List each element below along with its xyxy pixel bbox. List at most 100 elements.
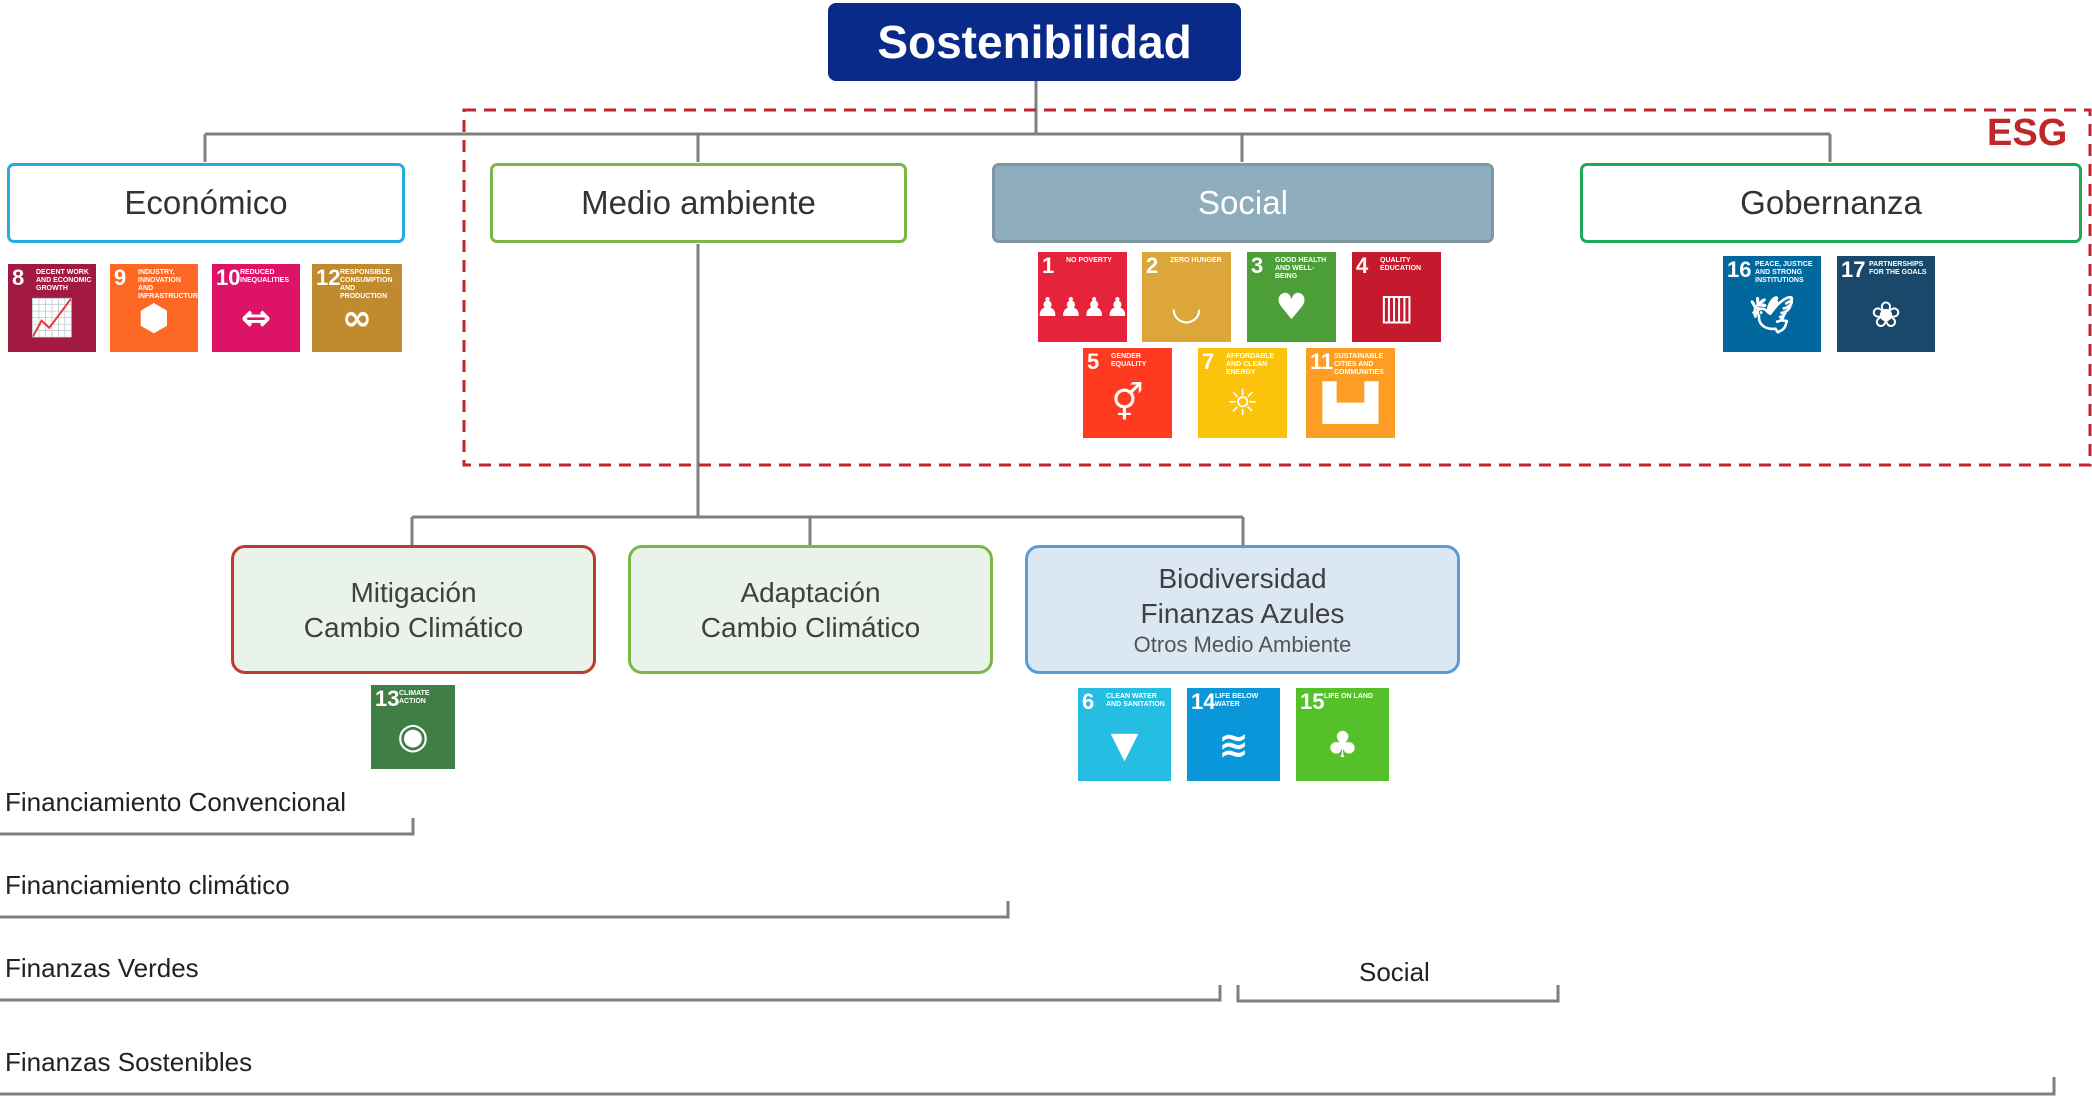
heartbeat-icon: ♥ [1275, 286, 1308, 328]
sdg-tile-1: 1 No poverty ♟♟♟♟ [1038, 252, 1127, 342]
sdg-9-label: Industry, innovation and infrastructure [138, 269, 198, 300]
subcategory-biodiversidad: Biodiversidad Finanzas Azules Otros Medi… [1025, 545, 1460, 674]
scope-label-convencional: Financiamiento Convencional [5, 787, 347, 817]
sdg-13-label: Climate action [399, 690, 430, 705]
sdg-4-number: 4 [1356, 253, 1369, 278]
gender-icon: ⚥ [1111, 382, 1144, 424]
sdg-tile-17: 17 Partnerships for the goals ❀ [1837, 256, 1935, 352]
biodiversidad-line2: Finanzas Azules [1140, 597, 1345, 629]
sdg-2-label: Zero hunger [1170, 257, 1222, 264]
cubes-icon: ⬢ [138, 297, 170, 339]
category-social: Social [992, 163, 1494, 243]
sdg-12-number: 12 [316, 265, 341, 290]
sdg-12-label: Responsible consumption and production [340, 269, 393, 300]
sdg-1-label: No poverty [1066, 257, 1112, 264]
people-icon: ♟♟♟♟ [1038, 292, 1127, 323]
sdg-tile-10: 10 Reduced inequalities ⇔ [212, 264, 300, 352]
tree-icon: ♣ [1326, 724, 1359, 766]
subcategory-mitigacion: Mitigación Cambio Climático [231, 545, 596, 674]
sdg-tile-8: 8 Decent work and economic growth 📈 [8, 264, 96, 352]
sdg-8-label: Decent work and economic growth [36, 269, 92, 292]
category-medio-ambiente: Medio ambiente [490, 163, 907, 243]
scope-label-social: Social [1359, 957, 1430, 987]
sdg-7-number: 7 [1202, 349, 1215, 374]
biodiversidad-line3: Otros Medio Ambiente [1133, 631, 1352, 657]
sun-power-icon: ☼ [1226, 382, 1259, 424]
sdg-11-label: Sustainable cities and communities [1334, 353, 1384, 376]
water-glass-icon: ▼ [1110, 724, 1139, 766]
sdg-tile-2: 2 Zero hunger ◡ [1142, 252, 1231, 342]
sdg-16-label: Peace, justice and strong institutions [1755, 261, 1813, 284]
sdg-tile-3: 3 Good health and well-being ♥ [1247, 252, 1336, 342]
bowl-icon: ◡ [1172, 286, 1201, 328]
sdg-4-label: Quality education [1380, 257, 1422, 272]
sdg-3-label: Good health and well-being [1275, 257, 1327, 280]
fish-icon: ≋ [1218, 724, 1249, 766]
bracket-climatico [0, 901, 1010, 919]
sdg-tile-4: 4 Quality education ▥ [1352, 252, 1441, 342]
sdg-16-number: 16 [1727, 257, 1752, 282]
sdg-tile-13: 13 Climate action ◉ [371, 685, 455, 769]
sdg-tile-7: 7 Affordable and clean energy ☼ [1198, 348, 1287, 438]
sdg-2-number: 2 [1146, 253, 1159, 278]
sdg-10-number: 10 [216, 265, 241, 290]
category-medio-ambiente-label: Medio ambiente [581, 184, 816, 221]
sdg-10-label: Reduced inequalities [240, 269, 290, 284]
dove-icon: 🕊 [1749, 294, 1795, 336]
sdg-5-number: 5 [1087, 349, 1100, 374]
sdg-tile-5: 5 Gender equality ⚥ [1083, 348, 1172, 438]
sdg-13-number: 13 [375, 686, 400, 711]
sdg-tile-14: 14 Life below water ≋ [1187, 688, 1280, 781]
esg-label: ESG [1987, 112, 2068, 154]
sdg-tile-9: 9 Industry, innovation and infrastructur… [110, 264, 198, 352]
sdg-11-number: 11 [1310, 349, 1334, 374]
sdg-6-number: 6 [1082, 689, 1095, 714]
bracket-sostenibles [0, 1077, 2056, 1096]
sdg-1-number: 1 [1042, 253, 1055, 278]
scope-brackets [0, 818, 2056, 1096]
sdg-tile-6: 6 Clean water and sanitation ▼ [1078, 688, 1171, 781]
equality-arrows-icon: ⇔ [240, 297, 272, 339]
infinity-icon: ∞ [342, 297, 372, 339]
flower-rings-icon: ❀ [1870, 294, 1902, 336]
adaptacion-line2: Cambio Climático [700, 611, 921, 643]
sdg-14-label: Life below water [1215, 693, 1259, 708]
subcategory-adaptacion: Adaptación Cambio Climático [628, 545, 993, 674]
root-title: Sostenibilidad [877, 16, 1192, 68]
adaptacion-line1: Adaptación [740, 576, 881, 608]
sdg-17-number: 17 [1841, 257, 1866, 282]
mitigacion-line1: Mitigación [350, 576, 477, 608]
category-economico: Económico [7, 163, 405, 243]
sdg-15-label: Life on land [1324, 693, 1373, 700]
sdg-17-label: Partnerships for the goals [1869, 261, 1927, 276]
sdg-7-label: Affordable and clean energy [1226, 353, 1275, 376]
eye-globe-icon: ◉ [397, 716, 429, 758]
sdg-6-label: Clean water and sanitation [1106, 693, 1165, 708]
scope-label-verdes: Finanzas Verdes [5, 953, 199, 983]
bracket-convencional [0, 818, 415, 836]
sdg-tile-12: 12 Responsible consumption and productio… [312, 264, 402, 352]
book-icon: ▥ [1379, 286, 1414, 328]
sdg-15-number: 15 [1300, 689, 1325, 714]
category-social-label: Social [1198, 184, 1288, 221]
sdg-14-number: 14 [1191, 689, 1216, 714]
sdg-9-number: 9 [114, 265, 127, 290]
sdg-tile-15: 15 Life on land ♣ [1296, 688, 1389, 781]
sdg-tile-16: 16 Peace, justice and strong institution… [1723, 256, 1821, 352]
sdg-8-number: 8 [12, 265, 25, 290]
category-economico-label: Económico [124, 184, 288, 221]
sdg-3-number: 3 [1251, 253, 1264, 278]
category-gobernanza-label: Gobernanza [1740, 184, 1922, 221]
category-gobernanza: Gobernanza [1580, 163, 2082, 243]
bracket-social [1236, 985, 1560, 1003]
scope-label-sostenibles: Finanzas Sostenibles [5, 1047, 253, 1077]
root-node-sostenibilidad: Sostenibilidad [828, 3, 1241, 81]
scope-label-climatico: Financiamiento climático [5, 870, 290, 900]
sdg-tile-11: 11 Sustainable cities and communities ▙▟ [1306, 348, 1395, 438]
mitigacion-line2: Cambio Climático [303, 611, 524, 643]
bracket-verdes [0, 985, 1222, 1002]
biodiversidad-line1: Biodiversidad [1158, 562, 1327, 594]
growth-chart-icon: 📈 [29, 297, 75, 339]
